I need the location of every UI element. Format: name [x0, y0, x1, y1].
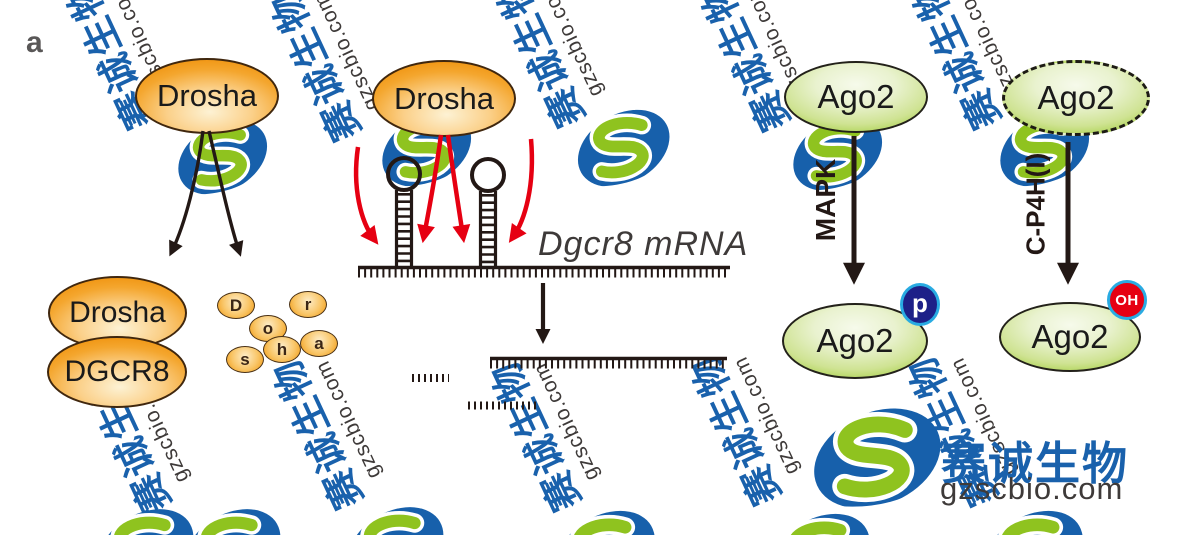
drosha-fate-arrows [169, 130, 244, 257]
letter-bubble: D [217, 292, 255, 319]
mrna-line-upper [358, 265, 730, 278]
watermark-cn-text: 赛诚生物 [683, 347, 790, 511]
mapk-label: MAPK [810, 158, 841, 242]
watermark-cn-text: 赛诚生物 [265, 351, 372, 515]
watermark-cn-text: 赛诚生物 [903, 0, 1010, 135]
complex-dgcr8-ellipse: DGCR8 [47, 336, 187, 408]
panel-label-a: a [26, 26, 43, 59]
drosha-ellipse-middle: Drosha [372, 60, 516, 137]
mrna-hairpin-left [386, 156, 422, 268]
watermark-cn-text: 赛诚生物 [483, 353, 590, 517]
drosha-ellipse-left: Drosha [135, 58, 279, 134]
mrna-line-lower [412, 356, 727, 410]
letter-bubble: s [226, 346, 264, 373]
letter-bubble: a [300, 330, 338, 357]
dgcr8-mrna-label: Dgcr8 mRNA [538, 225, 749, 263]
ago2-ellipse-top-left: Ago2 [784, 61, 928, 133]
ago2-ellipse-top-right-dashed: Ago2 [1002, 60, 1150, 136]
watermark-domain-text: gzscbio.com [528, 358, 604, 485]
letter-bubble: h [263, 336, 301, 363]
hydroxyl-badge: OH [1107, 280, 1147, 320]
watermark-domain-text: gzscbio.com [532, 0, 608, 101]
mrna-hairpin-right [470, 157, 506, 268]
cp4h-label: C-P4H(I) [1020, 152, 1051, 256]
letter-bubble: r [289, 291, 327, 318]
watermark-domain-text: gzscbio.com [310, 356, 386, 483]
watermark-cn-text: 赛诚生物 [263, 0, 370, 147]
phospho-badge: p [900, 283, 940, 326]
brand-website: gzscbio.com [940, 471, 1124, 506]
watermark-cn-text: 赛诚生物 [692, 0, 799, 137]
drosha-cleavage-arrows [353, 134, 535, 245]
